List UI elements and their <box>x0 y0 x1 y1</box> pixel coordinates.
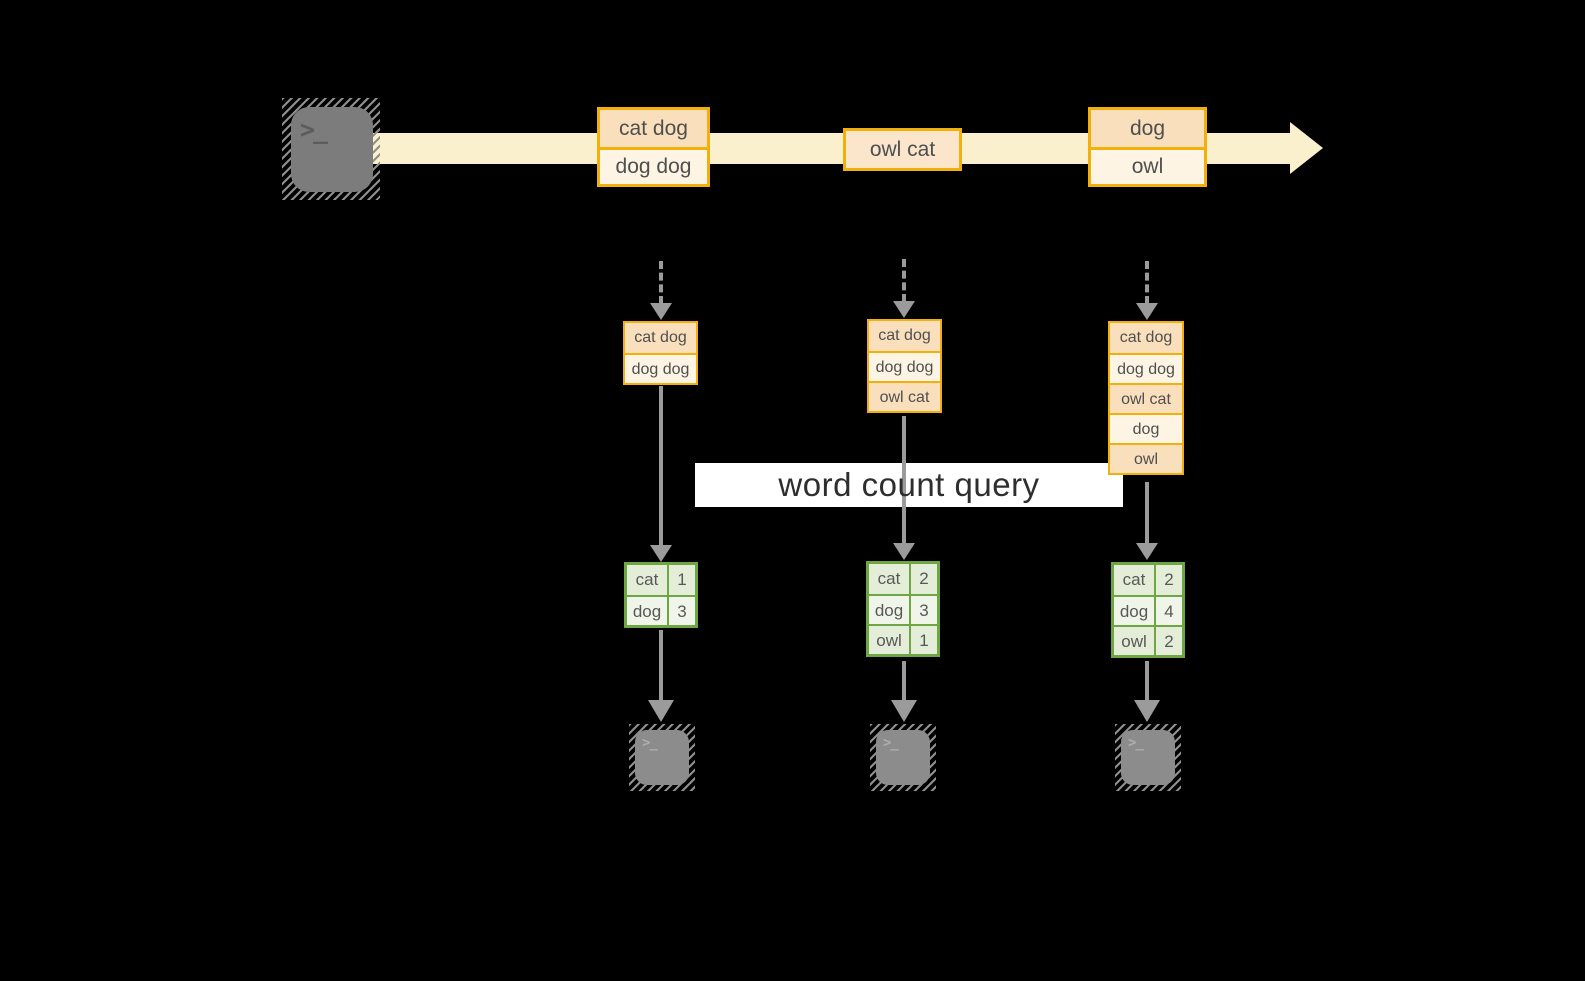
count-row: cat 2 <box>1114 565 1182 595</box>
count-table-2: cat 2 dog 3 owl 1 <box>866 561 940 657</box>
buffer-line: cat dog <box>625 323 696 353</box>
flow-arrowhead-icon <box>650 545 672 562</box>
dashed-arrow-icon <box>1145 261 1149 304</box>
terminal-prompt-glyph: >_ <box>300 115 328 144</box>
terminal-icon: >_ <box>876 730 930 785</box>
dashed-arrowhead-icon <box>650 303 672 320</box>
flow-arrowhead-icon <box>1136 543 1158 560</box>
count-value: 1 <box>669 565 695 595</box>
count-word: cat <box>1114 565 1156 595</box>
count-row: owl 2 <box>1114 625 1182 655</box>
stream-message-line: owl <box>1091 147 1204 184</box>
count-value: 3 <box>669 597 695 625</box>
stream-message-line: owl cat <box>846 131 959 168</box>
count-row: owl 1 <box>869 624 937 654</box>
flow-arrowhead-icon <box>1134 700 1160 722</box>
buffer-line: dog dog <box>869 351 940 381</box>
count-value: 3 <box>911 596 937 624</box>
buffer-line: dog dog <box>625 353 696 383</box>
flow-line <box>1145 661 1149 702</box>
count-value: 2 <box>911 564 937 594</box>
flow-arrowhead-icon <box>648 700 674 722</box>
buffer-stack-2: cat dog dog dog owl cat <box>867 319 942 413</box>
buffer-line: owl cat <box>869 381 940 411</box>
terminal-prompt-glyph: >_ <box>883 735 899 751</box>
count-word: dog <box>627 597 669 625</box>
count-word: owl <box>1114 627 1156 655</box>
word-count-query-banner <box>695 463 1123 507</box>
stream-message-line: dog dog <box>600 147 707 184</box>
count-row: cat 2 <box>869 564 937 594</box>
buffer-line: owl cat <box>1110 383 1182 413</box>
count-table-3: cat 2 dog 4 owl 2 <box>1111 562 1185 658</box>
stream-message-1: cat dog dog dog <box>597 107 710 187</box>
count-word: owl <box>869 626 911 654</box>
stream-arrowhead-icon <box>1290 122 1323 174</box>
count-row: cat 1 <box>627 565 695 595</box>
flow-arrowhead-icon <box>893 543 915 560</box>
buffer-stack-1: cat dog dog dog <box>623 321 698 385</box>
terminal-prompt-glyph: >_ <box>1128 735 1144 751</box>
count-word: dog <box>869 596 911 624</box>
stream-message-line: dog <box>1091 110 1204 147</box>
count-word: cat <box>869 564 911 594</box>
flow-line <box>659 630 663 702</box>
stream-message-line: cat dog <box>600 110 707 147</box>
terminal-prompt-glyph: >_ <box>642 735 658 751</box>
count-row: dog 3 <box>869 594 937 624</box>
flow-line <box>1145 482 1149 544</box>
dashed-arrow-icon <box>902 259 906 302</box>
count-value: 1 <box>911 626 937 654</box>
buffer-stack-3: cat dog dog dog owl cat dog owl <box>1108 321 1184 475</box>
buffer-line: dog <box>1110 413 1182 443</box>
word-count-query-label: word count query <box>778 466 1040 503</box>
flow-line <box>902 661 906 702</box>
dashed-arrow-icon <box>659 261 663 304</box>
buffer-line: dog dog <box>1110 353 1182 383</box>
terminal-icon: >_ <box>291 107 373 192</box>
stream-message-3: dog owl <box>1088 107 1207 187</box>
dashed-arrowhead-icon <box>1136 303 1158 320</box>
buffer-line: cat dog <box>1110 323 1182 353</box>
flow-line <box>902 416 906 544</box>
count-table-1: cat 1 dog 3 <box>624 562 698 628</box>
buffer-line: cat dog <box>869 321 940 351</box>
flow-line <box>659 386 663 546</box>
count-row: dog 3 <box>627 595 695 625</box>
buffer-line: owl <box>1110 443 1182 473</box>
terminal-icon: >_ <box>635 730 689 785</box>
count-word: dog <box>1114 597 1156 625</box>
count-value: 2 <box>1156 627 1182 655</box>
dashed-arrowhead-icon <box>893 301 915 318</box>
count-value: 4 <box>1156 597 1182 625</box>
stream-message-2: owl cat <box>843 128 962 171</box>
flow-arrowhead-icon <box>891 700 917 722</box>
terminal-icon: >_ <box>1121 730 1175 785</box>
count-value: 2 <box>1156 565 1182 595</box>
count-word: cat <box>627 565 669 595</box>
count-row: dog 4 <box>1114 595 1182 625</box>
